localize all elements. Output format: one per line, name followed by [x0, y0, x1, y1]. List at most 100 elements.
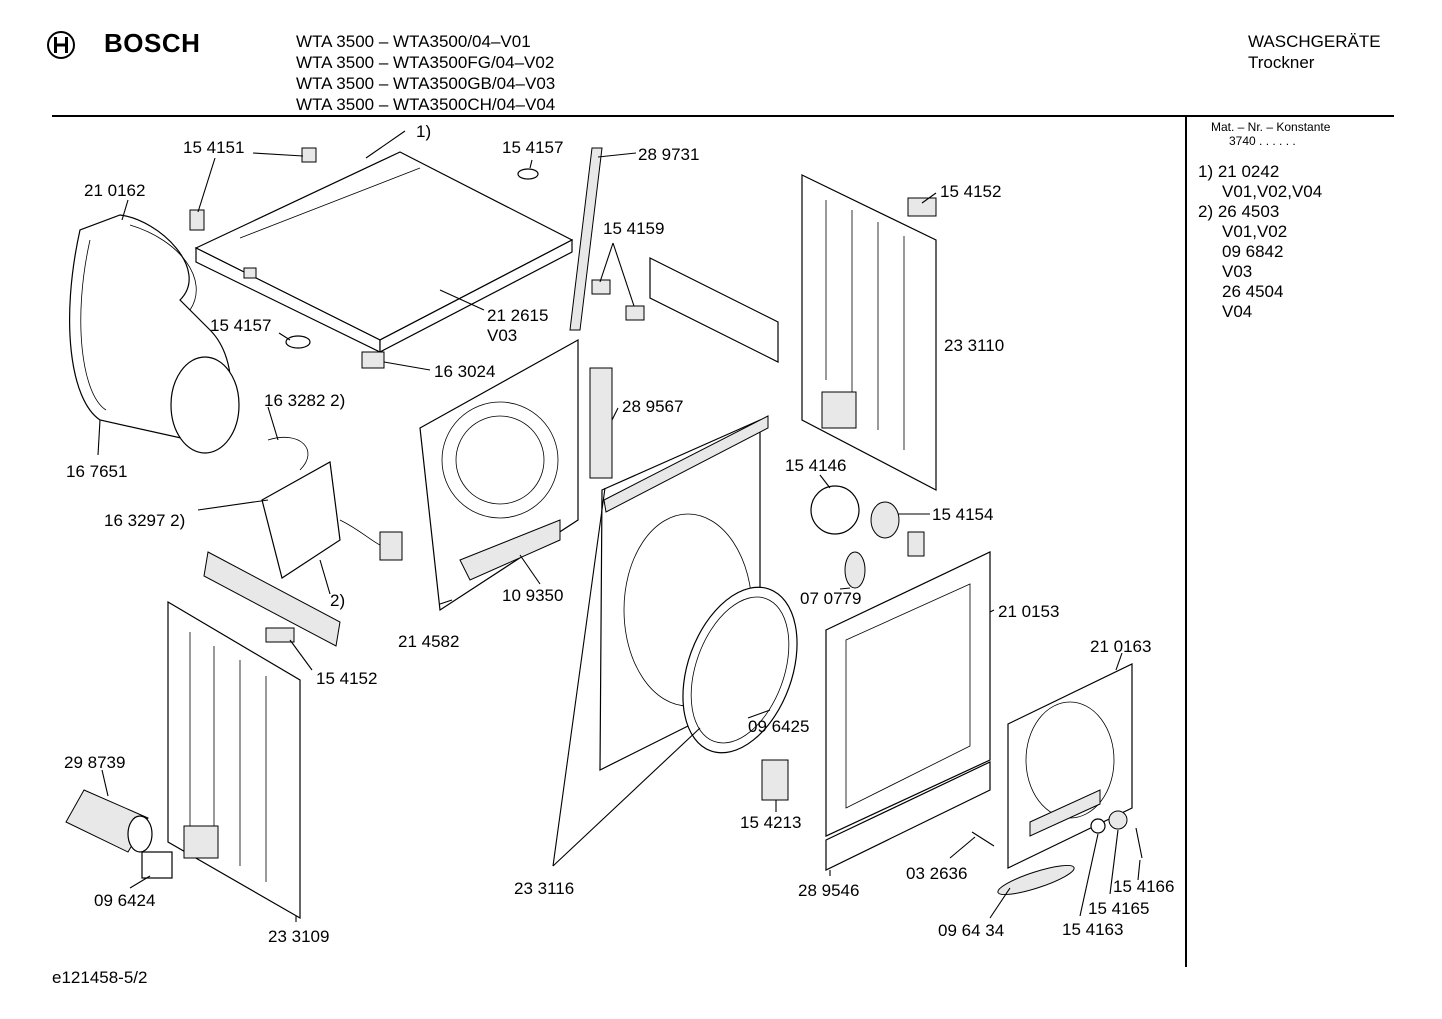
category-block: WASCHGERÄTE Trockner — [1248, 31, 1381, 73]
door-gasket — [997, 864, 1075, 896]
part-label: 09 6425 — [748, 717, 809, 736]
clip-part — [591, 279, 611, 295]
material-constant: 3740 . . . . . . — [1229, 134, 1296, 148]
side-panel-left — [167, 600, 301, 920]
material-heading: Mat. – Nr. – Konstante — [1211, 120, 1331, 134]
lamp-holder — [870, 501, 900, 539]
footnote-line: 1) 21 0242 — [1198, 162, 1280, 181]
part-label: 15 4213 — [740, 813, 801, 832]
rear-bracket — [649, 257, 779, 363]
exploded-view-diagram: 15 4151 1) 21 0162 15 4157 28 9731 15 41… — [64, 122, 1174, 946]
part-label: 23 3110 — [944, 336, 1004, 355]
part-label: 23 3116 — [514, 879, 574, 898]
part-label: 28 9731 — [638, 145, 699, 164]
footnote-line: V01,V02 — [1222, 222, 1288, 241]
part-label: 16 3024 — [434, 362, 495, 381]
leader-lines — [97, 130, 1141, 922]
sidebar-heading: Mat. – Nr. – Konstante 3740 . . . . . . — [1211, 120, 1330, 148]
part-label: 09 64 34 — [938, 921, 1004, 940]
footnote-list: 1) 21 0242 V01,V02,V04 2) 26 4503 V01,V0… — [1198, 162, 1322, 322]
sidebar-rule — [1185, 117, 1187, 967]
part-label: 16 3297 2) — [104, 511, 185, 530]
part-label: 15 4157 — [210, 316, 271, 335]
part-label: 16 3282 2) — [264, 391, 345, 410]
foot-part — [907, 197, 937, 217]
part-label: 10 9350 — [502, 586, 563, 605]
footnote-line: V01,V02,V04 — [1222, 182, 1323, 201]
part-label: 28 9546 — [798, 881, 859, 900]
exhaust-hose — [65, 789, 153, 853]
footnote-line: 09 6842 — [1222, 242, 1284, 261]
part-label: 15 4157 — [502, 138, 563, 157]
brand-name: BOSCH — [104, 28, 201, 58]
part-label: 28 9567 — [622, 397, 683, 416]
part-label: 2) — [330, 591, 345, 610]
part-label: 21 0163 — [1090, 637, 1151, 656]
model-line: WTA 3500 – WTA3500GB/04–V03 — [296, 74, 556, 93]
plug-part — [517, 168, 539, 180]
screw-part — [971, 831, 995, 847]
part-labels: 15 4151 1) 21 0162 15 4157 28 9731 15 41… — [64, 122, 1174, 946]
door-frame — [1007, 663, 1133, 869]
door-seal-inner — [690, 596, 790, 744]
part-label: 21 0162 — [84, 181, 145, 200]
part-label: 15 4159 — [603, 219, 664, 238]
part-label: 15 4152 — [940, 182, 1001, 201]
switch-part — [761, 759, 789, 801]
clip-part — [189, 209, 205, 231]
footnote-line: V04 — [1222, 302, 1253, 321]
category-title: WASCHGERÄTE — [1248, 32, 1381, 51]
part-label: 15 4154 — [932, 505, 993, 524]
plinth — [825, 761, 991, 871]
part-label: 03 2636 — [906, 864, 967, 883]
cover-plate — [141, 851, 173, 879]
plug-part — [285, 335, 311, 349]
part-label: 1) — [416, 122, 431, 141]
clip-part — [625, 305, 645, 321]
part-label: 29 8739 — [64, 753, 125, 772]
drawing-id: e121458-5/2 — [52, 968, 148, 987]
part-label: 21 0153 — [998, 602, 1059, 621]
front-panel — [825, 551, 991, 837]
header-rule — [52, 115, 1394, 117]
footnote-line: 26 4504 — [1222, 282, 1284, 301]
part-label: 23 3109 — [268, 927, 329, 946]
sensor-part — [907, 531, 925, 557]
part-label: 16 7651 — [66, 462, 127, 481]
part-label: 15 4152 — [316, 669, 377, 688]
part-label: 07 0779 — [800, 589, 861, 608]
part-label: 15 4146 — [785, 456, 846, 475]
air-duct — [589, 367, 613, 479]
lamp-cover — [810, 485, 860, 535]
clip-part — [301, 147, 317, 163]
bosch-logo-icon — [47, 31, 75, 59]
clip-part — [361, 351, 385, 369]
part-label: 21 2615 — [487, 306, 548, 325]
door-catch — [1090, 818, 1106, 834]
model-line: WTA 3500 – WTA3500FG/04–V02 — [296, 53, 555, 72]
back-panel — [801, 174, 937, 491]
model-line: WTA 3500 – WTA3500CH/04–V04 — [296, 95, 556, 114]
foot-part — [265, 627, 295, 643]
part-label: 15 4166 — [1113, 877, 1174, 896]
part-label: 09 6424 — [94, 891, 155, 910]
knob-part — [844, 551, 866, 589]
part-label: 15 4165 — [1088, 899, 1149, 918]
model-line: WTA 3500 – WTA3500/04–V01 — [296, 32, 531, 51]
part-label: 15 4163 — [1062, 920, 1123, 939]
top-cover — [194, 151, 574, 353]
drum — [69, 214, 240, 454]
footnote-line: 2) 26 4503 — [1198, 202, 1280, 221]
subcategory-title: Trockner — [1248, 53, 1315, 72]
heater-unit — [261, 436, 403, 579]
part-label: V03 — [487, 326, 517, 345]
part-label: 15 4151 — [183, 138, 244, 157]
spring-part — [1135, 827, 1143, 859]
hinge-part — [1108, 810, 1128, 830]
bracket-strip — [203, 551, 341, 647]
footnote-line: V03 — [1222, 262, 1253, 281]
vertical-strip — [569, 147, 603, 331]
model-list: WTA 3500 – WTA3500/04–V01 WTA 3500 – WTA… — [296, 31, 555, 115]
rear-wall — [419, 338, 579, 612]
part-label: 21 4582 — [398, 632, 459, 651]
